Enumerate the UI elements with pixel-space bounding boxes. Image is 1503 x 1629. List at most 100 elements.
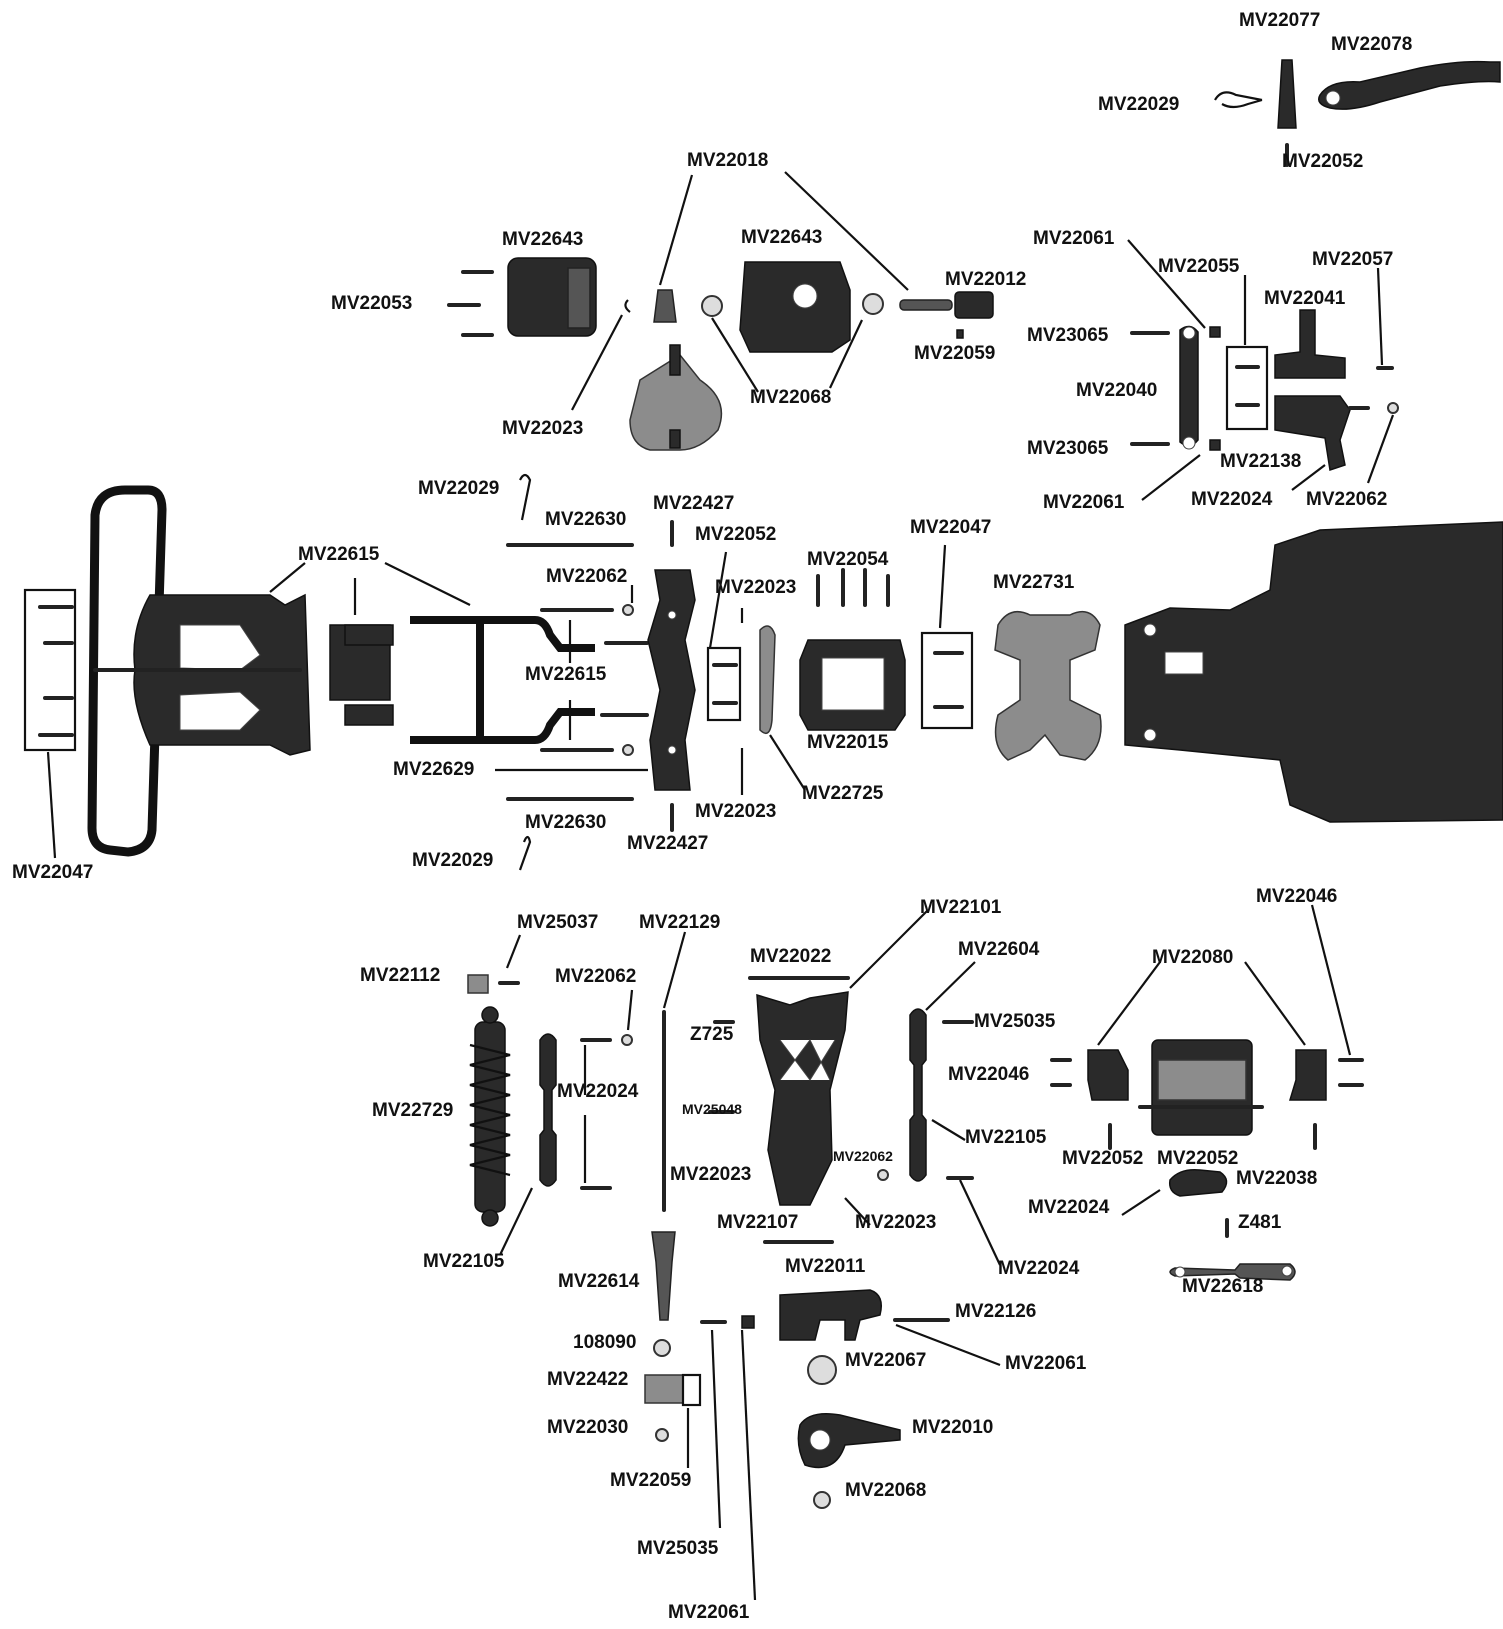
label-mv22011: MV22011 [785, 1256, 866, 1277]
label-mv22604: MV22604 [958, 939, 1040, 960]
label-mv22040: MV22040 [1076, 380, 1157, 401]
shock-tower [994, 610, 1102, 761]
label-mv22068: MV22068 [750, 387, 831, 408]
label-mv22427: MV22427 [627, 833, 708, 854]
label-mv22018: MV22018 [687, 150, 768, 171]
hub-block [644, 1374, 684, 1404]
label-mv22080: MV22080 [1152, 947, 1233, 968]
label-mv22061: MV22061 [1005, 1353, 1087, 1374]
label-mv22729: MV22729 [372, 1100, 453, 1121]
label-mv22052: MV22052 [1062, 1148, 1143, 1169]
label-108090: 108090 [573, 1332, 636, 1353]
bumper-tube [87, 485, 167, 857]
turnbuckle-left [539, 1033, 557, 1187]
label-mv25037: MV25037 [517, 912, 598, 933]
label-mv22015: MV22015 [807, 732, 889, 753]
label-mv22023: MV22023 [502, 418, 583, 439]
label-mv22022: MV22022 [750, 946, 831, 967]
label-mv22030: MV22030 [547, 1417, 628, 1438]
label-mv22047: MV22047 [910, 517, 991, 538]
label-mv22038: MV22038 [1236, 1168, 1317, 1189]
servo-mount-left [1087, 1049, 1129, 1101]
label-mv22052: MV22052 [695, 524, 776, 545]
label-mv22023: MV22023 [670, 1164, 751, 1185]
label-mv22024: MV22024 [998, 1258, 1080, 1279]
part-drawings [23, 59, 1503, 1509]
label-mv22047: MV22047 [12, 862, 93, 883]
label-mv22618: MV22618 [1182, 1276, 1263, 1297]
label-mv22062: MV22062 [1306, 489, 1387, 510]
label-mv22422: MV22422 [547, 1369, 628, 1390]
label-mv22101: MV22101 [920, 897, 1002, 918]
label-mv22630: MV22630 [525, 812, 606, 833]
label-mv22041: MV22041 [1264, 288, 1346, 309]
label-mv22023: MV22023 [695, 801, 776, 822]
label-mv22105: MV22105 [965, 1127, 1047, 1148]
label-z481: Z481 [1238, 1212, 1282, 1233]
steering-link [1179, 325, 1199, 447]
label-mv22427: MV22427 [653, 493, 734, 514]
label-mv22053: MV22053 [331, 293, 412, 314]
post-part [1277, 59, 1297, 129]
lower-arm [756, 991, 849, 1206]
label-mv22112: MV22112 [360, 965, 440, 986]
outdrive [954, 291, 994, 319]
bumper-plate [133, 593, 311, 756]
label-mv22129: MV22129 [639, 912, 720, 933]
label-mv22059: MV22059 [610, 1470, 691, 1491]
label-mv22062: MV22062 [546, 566, 627, 587]
label-mv22067: MV22067 [845, 1350, 926, 1371]
steering-crank-top [1274, 309, 1346, 379]
label-mv22046: MV22046 [1256, 886, 1337, 907]
servo-mount-right [1288, 1049, 1327, 1101]
label-mv22725: MV22725 [802, 783, 884, 804]
label-mv22138: MV22138 [1220, 451, 1301, 472]
pinion-gear [653, 289, 677, 323]
steering-crank-bottom [1274, 395, 1351, 471]
label-mv22126: MV22126 [955, 1301, 1036, 1322]
screw-box-steering [1225, 345, 1269, 431]
label-mv22061: MV22061 [1043, 492, 1125, 513]
label-mv25048: MV25048 [682, 1101, 742, 1117]
label-mv22029: MV22029 [1098, 94, 1179, 115]
axle [651, 1231, 676, 1321]
steering-knuckle [797, 1413, 901, 1469]
label-mv23065: MV23065 [1027, 438, 1109, 459]
label-mv22615: MV22615 [298, 544, 380, 565]
bulkhead-plate-thin [759, 625, 776, 735]
label-mv22055: MV22055 [1158, 256, 1240, 277]
leader-lines [46, 171, 1395, 1601]
label-mv22062: MV22062 [555, 966, 636, 987]
label-mv22615: MV22615 [525, 664, 607, 685]
label-mv22068: MV22068 [845, 1480, 926, 1501]
label-mv22107: MV22107 [717, 1212, 798, 1233]
label-mv25035: MV25035 [974, 1011, 1056, 1032]
clip-part [1214, 91, 1263, 109]
label-mv22057: MV22057 [1312, 249, 1393, 270]
c-hub [779, 1289, 882, 1341]
servo-horn [1168, 1168, 1228, 1197]
differential-gear [629, 354, 723, 451]
label-mv22731: MV22731 [993, 572, 1075, 593]
label-mv22643: MV22643 [502, 229, 583, 250]
label-mv25035: MV25035 [637, 1538, 719, 1559]
screw-box-bulkhead [706, 646, 742, 722]
label-mv22059: MV22059 [914, 343, 995, 364]
label-mv22630: MV22630 [545, 509, 626, 530]
label-mv22024: MV22024 [557, 1081, 639, 1102]
part-labels: MV22077 MV22078 MV22029 MV22052 MV22018 … [12, 10, 1412, 1623]
label-mv22614: MV22614 [558, 1271, 640, 1292]
label-mv22061: MV22061 [668, 1602, 750, 1623]
label-mv22029: MV22029 [418, 478, 499, 499]
turnbuckle-right [909, 1008, 927, 1182]
label-z725: Z725 [690, 1024, 734, 1045]
label-mv23065: MV23065 [1027, 325, 1109, 346]
front-bulkhead [647, 569, 696, 791]
chassis [1124, 521, 1503, 823]
rear-arm-part [1318, 60, 1501, 110]
servo-link [1169, 1263, 1296, 1281]
label-mv22061: MV22061 [1033, 228, 1115, 249]
screw-box-bumper [23, 588, 77, 752]
label-mv22643: MV22643 [741, 227, 822, 248]
